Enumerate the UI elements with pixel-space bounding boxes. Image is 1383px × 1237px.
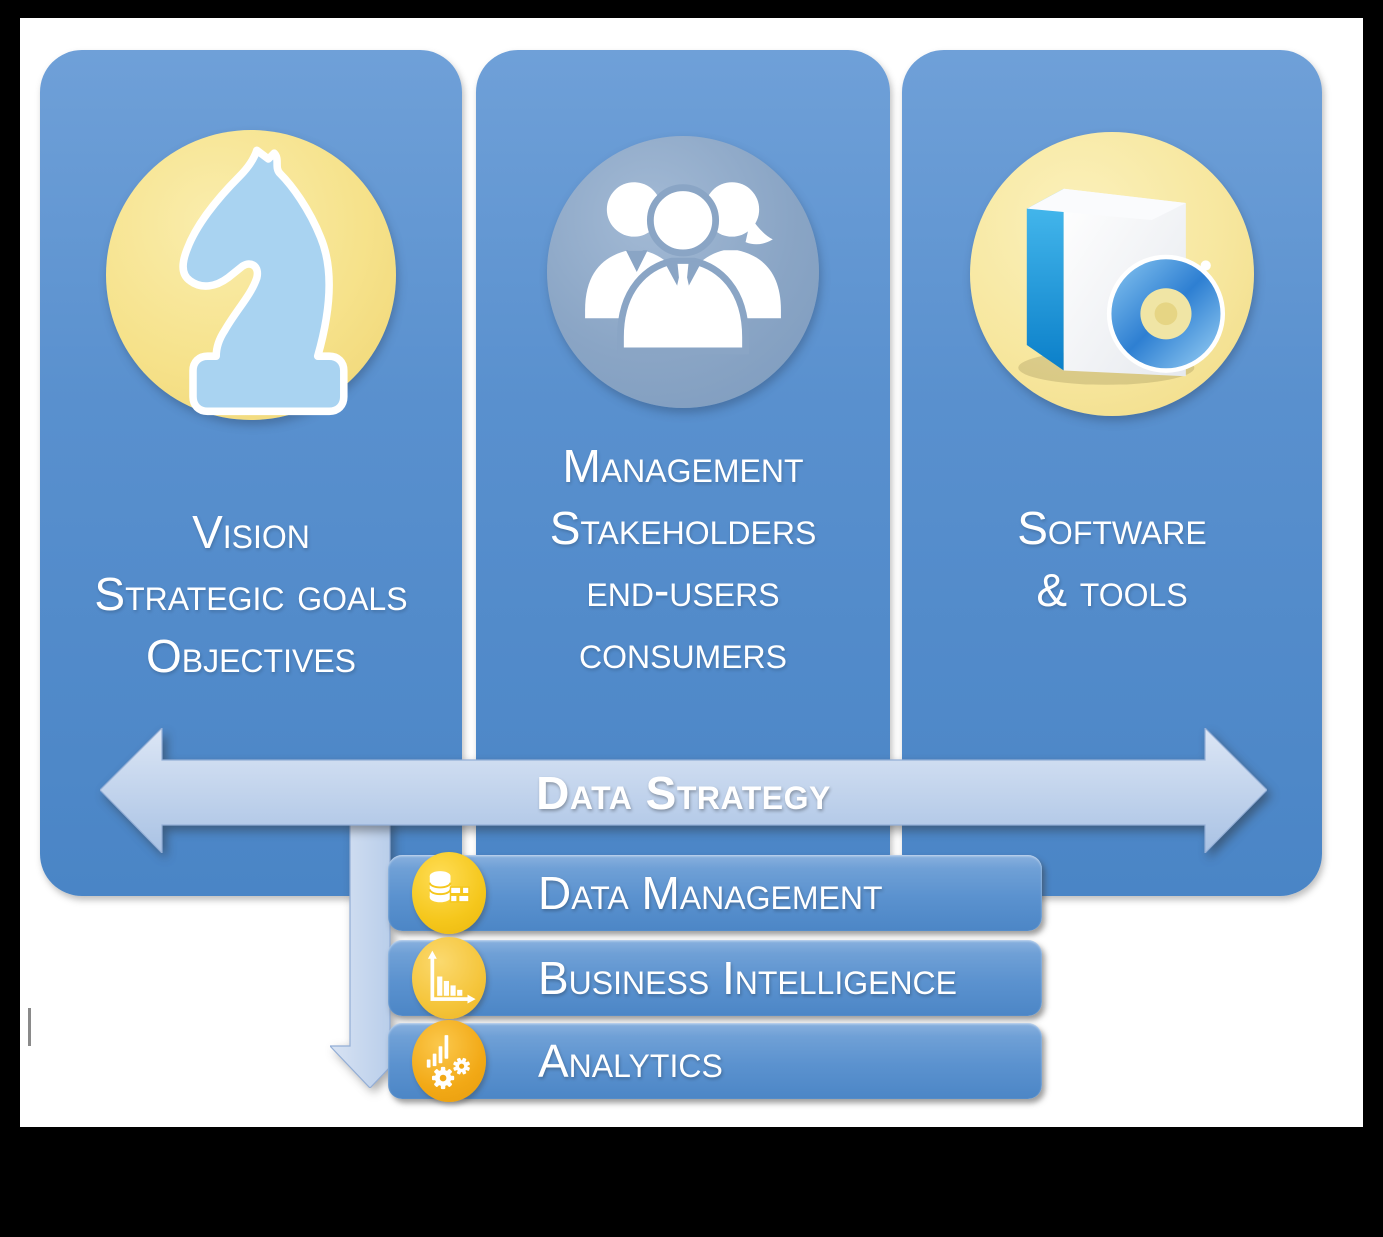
column-line: Management [562, 440, 804, 492]
database-icon [412, 852, 486, 934]
database-glyph [428, 871, 470, 903]
column-line: Strategic goals [94, 568, 408, 620]
column-line: Objectives [145, 630, 357, 682]
column-line: consumers [578, 626, 787, 678]
chess-knight-icon [106, 130, 396, 420]
column-line: end-users [586, 564, 780, 616]
diagram-canvas: Vision Strategic goals Objectives [20, 18, 1363, 1127]
bars-gears-icon [412, 1020, 486, 1102]
data-strategy-label: Data Strategy [536, 766, 831, 819]
business-intelligence-bar: Business Intelligence [388, 937, 1042, 1019]
people-group-icon [547, 136, 819, 408]
data-management-label: Data Management [538, 867, 883, 919]
column-line: Vision [192, 506, 310, 558]
bars-gears-glyph [426, 1035, 470, 1090]
column-line: & tools [1036, 564, 1188, 616]
vision-column-title: Vision Strategic goals Objectives [40, 501, 462, 687]
column-line: Stakeholders [549, 502, 817, 554]
left-margin-tick [28, 1008, 31, 1046]
column-line: Software [1017, 502, 1207, 554]
data-management-bar: Data Management [388, 852, 1042, 934]
software-column-title: Software & tools [902, 497, 1322, 621]
data-strategy-arrow [100, 728, 1267, 853]
bar-chart-glyph [427, 950, 476, 1004]
people-group-glyph [585, 182, 781, 355]
software-box-glyph [1018, 188, 1226, 385]
analytics-bar: Analytics [388, 1020, 1042, 1102]
chess-knight-glyph [179, 146, 348, 416]
bar-chart-axes-icon [412, 937, 486, 1019]
vision-column: Vision Strategic goals Objectives [40, 50, 462, 896]
software-box-cd-icon [970, 132, 1254, 416]
software-column: Software & tools [902, 50, 1322, 896]
analytics-label: Analytics [538, 1035, 723, 1087]
people-column: Management Stakeholders end-users consum… [476, 50, 890, 896]
people-column-title: Management Stakeholders end-users consum… [476, 435, 890, 683]
business-intelligence-label: Business Intelligence [538, 952, 958, 1004]
